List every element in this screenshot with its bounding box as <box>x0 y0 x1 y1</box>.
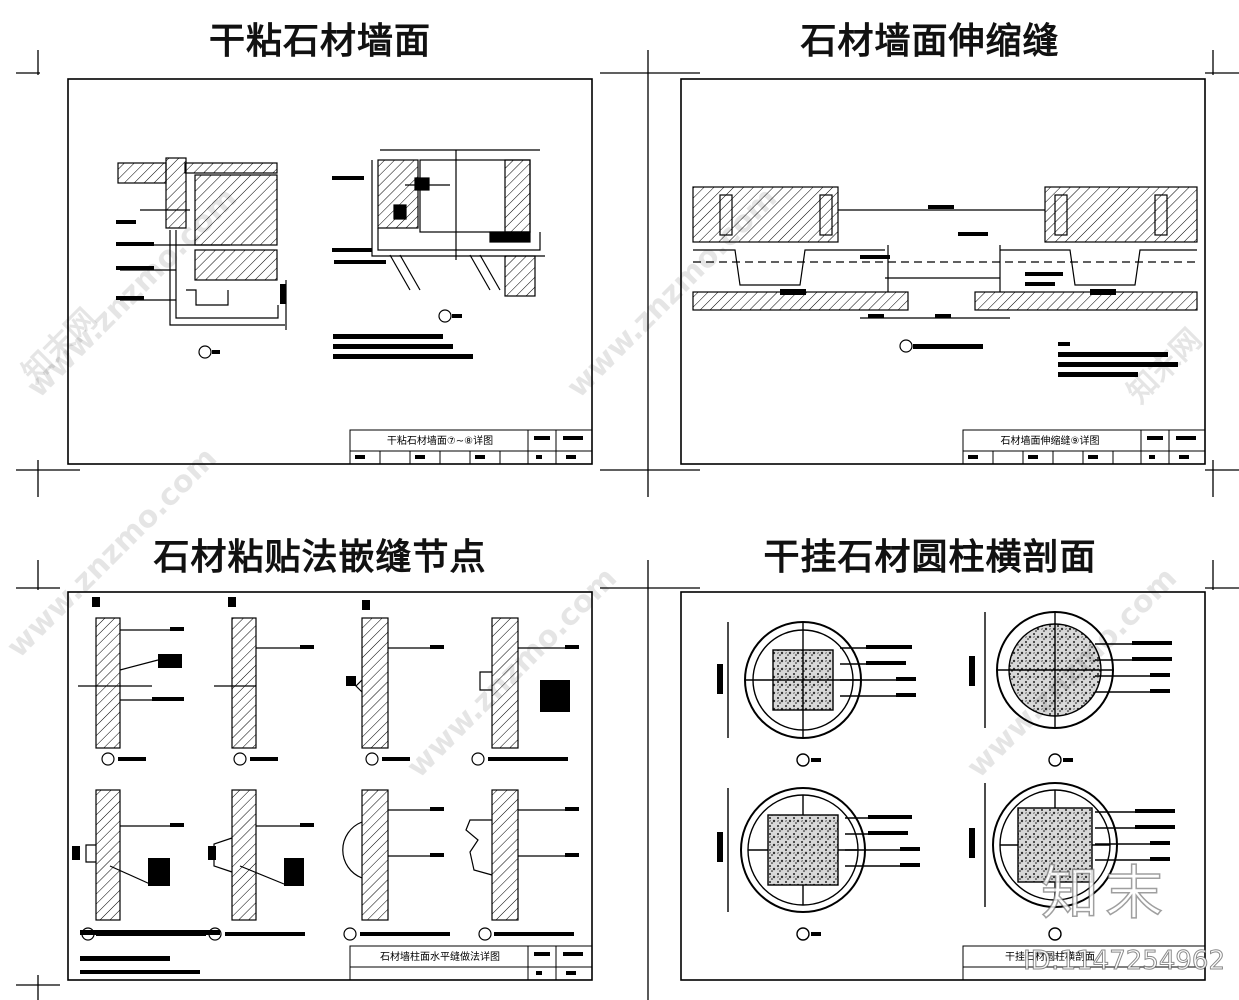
panel-1-sheet <box>67 78 593 465</box>
panel-1-detail-7 <box>117 157 287 359</box>
panel-3-titleblock-marks <box>80 930 583 975</box>
id-label: ID:1147254962 <box>1023 946 1226 977</box>
panel-1-caption: 干粘石材墙面⑦~⑧详图 <box>387 434 493 447</box>
panel-3-sheet <box>67 591 593 981</box>
panel-3-details <box>78 617 565 941</box>
panel-4-labels <box>717 641 1175 936</box>
panel-2-detail-9 <box>692 186 1198 353</box>
panel-2-caption: 石材墙面伸缩缝⑨详图 <box>1001 434 1100 447</box>
panel-1-detail-8-labels <box>332 176 473 359</box>
panel-1-detail-8 <box>371 149 545 323</box>
panel-4-caption: 干挂石材圆柱横剖面 <box>1005 950 1095 963</box>
crop-marks <box>16 50 1239 1000</box>
panel-3-caption: 石材墙柱面水平缝做法详图 <box>380 950 500 963</box>
brand-logo: 知末 <box>1040 858 1169 928</box>
panel-2-sheet <box>680 78 1206 465</box>
panel-2-titleblock-marks <box>968 436 1196 459</box>
panel-1-detail-7-labels <box>116 220 286 354</box>
panel-1-titleblock-marks <box>355 436 583 459</box>
panel-2-detail-9-labels <box>780 205 1178 377</box>
panel-title-2: 石材墙面伸缩缝 <box>800 21 1060 62</box>
panel-title-3: 石材粘贴法嵌缝节点 <box>153 537 487 578</box>
panel-title-1: 干粘石材墙面 <box>208 21 431 62</box>
panel-3-detail-labels <box>72 597 579 936</box>
panel-4-sheet <box>680 591 1206 981</box>
panel-title-4: 干挂石材圆柱横剖面 <box>763 537 1097 578</box>
